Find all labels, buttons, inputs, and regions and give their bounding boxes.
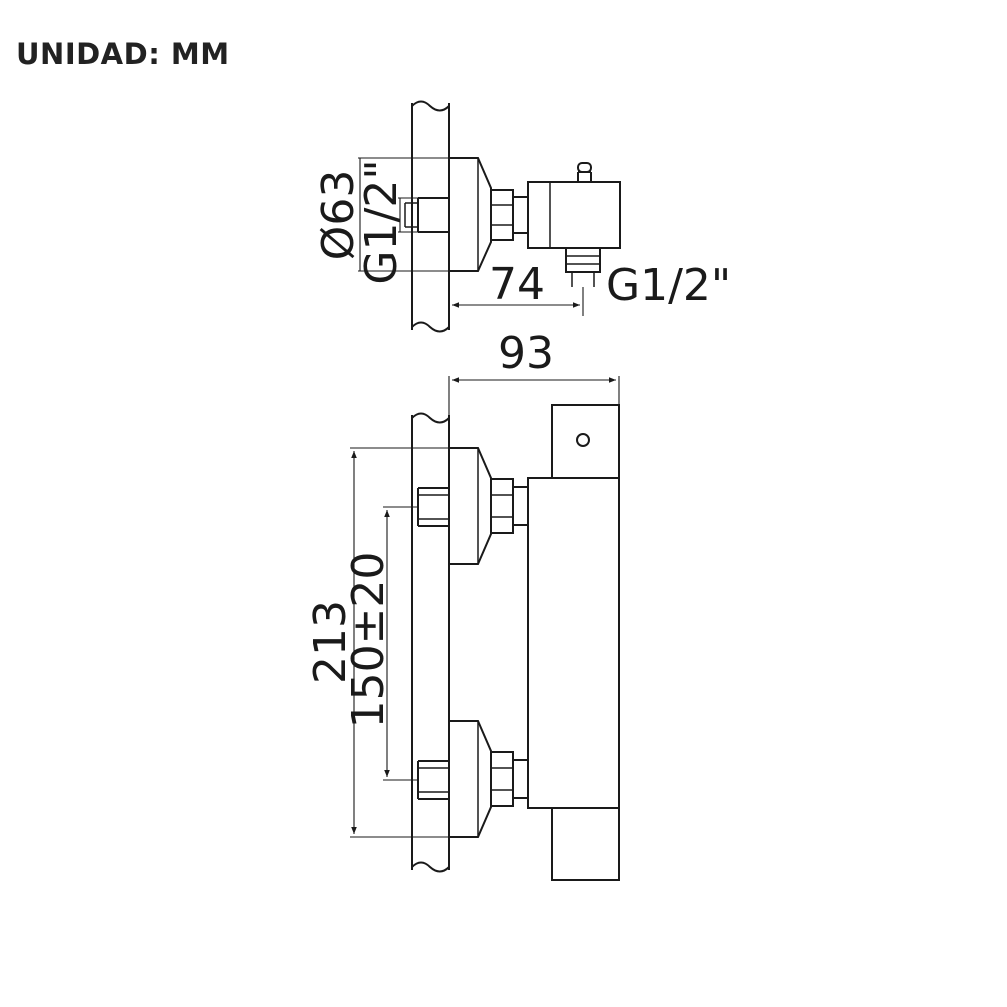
temperature-handle [551, 404, 620, 479]
handle-indicator-icon [576, 433, 590, 447]
wall-section-top [411, 100, 450, 333]
dim-diameter-text: Ø63 [313, 170, 364, 261]
dim-total-depth-text: 93 [498, 328, 554, 379]
outlet-connector-top [565, 248, 601, 287]
unit-label: UNIDAD: MM [16, 37, 230, 71]
valve-body-top [527, 162, 621, 249]
valve-body-front [527, 404, 620, 881]
dim-depth-text: 74 [489, 259, 545, 310]
front-view: 93 [305, 328, 620, 881]
dim-outlet-thread-text: G1/2" [606, 260, 731, 311]
dim-height-text: 213 [305, 600, 356, 684]
wall-section-front [411, 412, 450, 873]
wall-pipe-top [404, 197, 449, 233]
dim-height: 213 [305, 447, 449, 838]
dim-centers-text: 150±20 [343, 552, 394, 729]
top-view: Ø63 G1/2" 74 G1/2" [313, 100, 731, 333]
hex-nut-top [490, 189, 528, 241]
dim-wall-thread: G1/2" [356, 159, 418, 285]
escutcheon-top [449, 157, 492, 272]
dim-depth: 74 [452, 259, 584, 316]
upper-connection [417, 447, 528, 565]
dim-centers: 150±20 [343, 506, 418, 781]
dim-wall-thread-text: G1/2" [356, 159, 407, 284]
lower-connection [417, 720, 528, 838]
dim-diameter: Ø63 [313, 157, 449, 272]
dim-total-depth: 93 [448, 328, 620, 415]
flow-handle [551, 807, 620, 881]
